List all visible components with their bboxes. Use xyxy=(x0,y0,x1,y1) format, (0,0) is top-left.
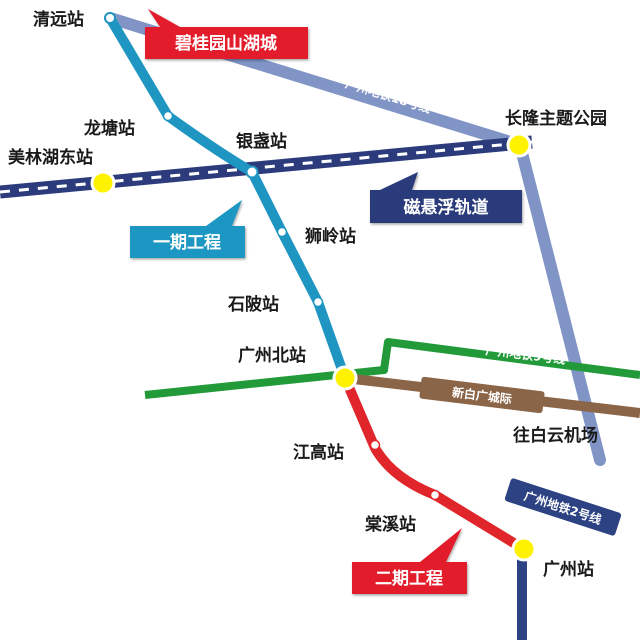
callout-maglev-text: 磁悬浮轨道 xyxy=(404,197,489,218)
station-label-qingyuan: 清远站 xyxy=(33,9,84,30)
station-label-guangzhou: 广州站 xyxy=(543,559,594,580)
callout-maglev: 磁悬浮轨道 xyxy=(370,172,522,223)
metro2-label-box: 广州地铁2号线 xyxy=(504,478,622,536)
xinbai-label: 新白广城际 xyxy=(451,384,512,406)
station-label-guangzhou-north: 广州北站 xyxy=(238,345,306,366)
callout-biguiyuan-text: 碧桂园山湖城 xyxy=(174,33,277,54)
station-label-shipo: 石陂站 xyxy=(227,294,279,315)
phase1-line xyxy=(105,13,350,383)
station-marker-shipo xyxy=(312,296,324,308)
station-marker-jianggao xyxy=(369,439,381,451)
interchange-guangzhou-north xyxy=(332,365,358,391)
callout-biguiyuan: 碧桂园山湖城 xyxy=(145,9,308,59)
callout-phase2-text: 二期工程 xyxy=(375,569,443,589)
station-label-longtang: 龙塘站 xyxy=(83,118,135,139)
callout-phase2: 二期工程 xyxy=(352,528,467,594)
station-label-baiyun-airport: 往白云机场 xyxy=(513,425,598,446)
station-marker-yinzhan xyxy=(245,165,259,179)
interchange-changlong xyxy=(506,132,532,158)
station-marker-shiling xyxy=(276,226,288,238)
station-label-jianggao: 江高站 xyxy=(293,442,344,463)
maglev-line-dashes xyxy=(0,140,533,194)
station-label-yinzhan: 银盏站 xyxy=(236,131,287,152)
station-marker-qingyuan xyxy=(104,12,116,24)
xinbai-label-box: 新白广城际 xyxy=(419,376,545,414)
callout-phase1-text: 一期工程 xyxy=(153,233,221,253)
interchange-guangzhou xyxy=(511,536,537,562)
station-marker-tangxi xyxy=(429,489,441,501)
interchange-meilin-hudong xyxy=(90,170,116,196)
callout-phase1: 一期工程 xyxy=(130,200,245,258)
station-label-changlong: 长隆主题公园 xyxy=(505,108,607,129)
station-marker-longtang xyxy=(162,110,174,122)
station-label-shiling: 狮岭站 xyxy=(304,226,356,247)
station-label-tangxi: 棠溪站 xyxy=(364,514,416,535)
station-label-meilin-hudong: 美林湖东站 xyxy=(8,147,93,168)
metro-line-9 xyxy=(144,338,640,399)
